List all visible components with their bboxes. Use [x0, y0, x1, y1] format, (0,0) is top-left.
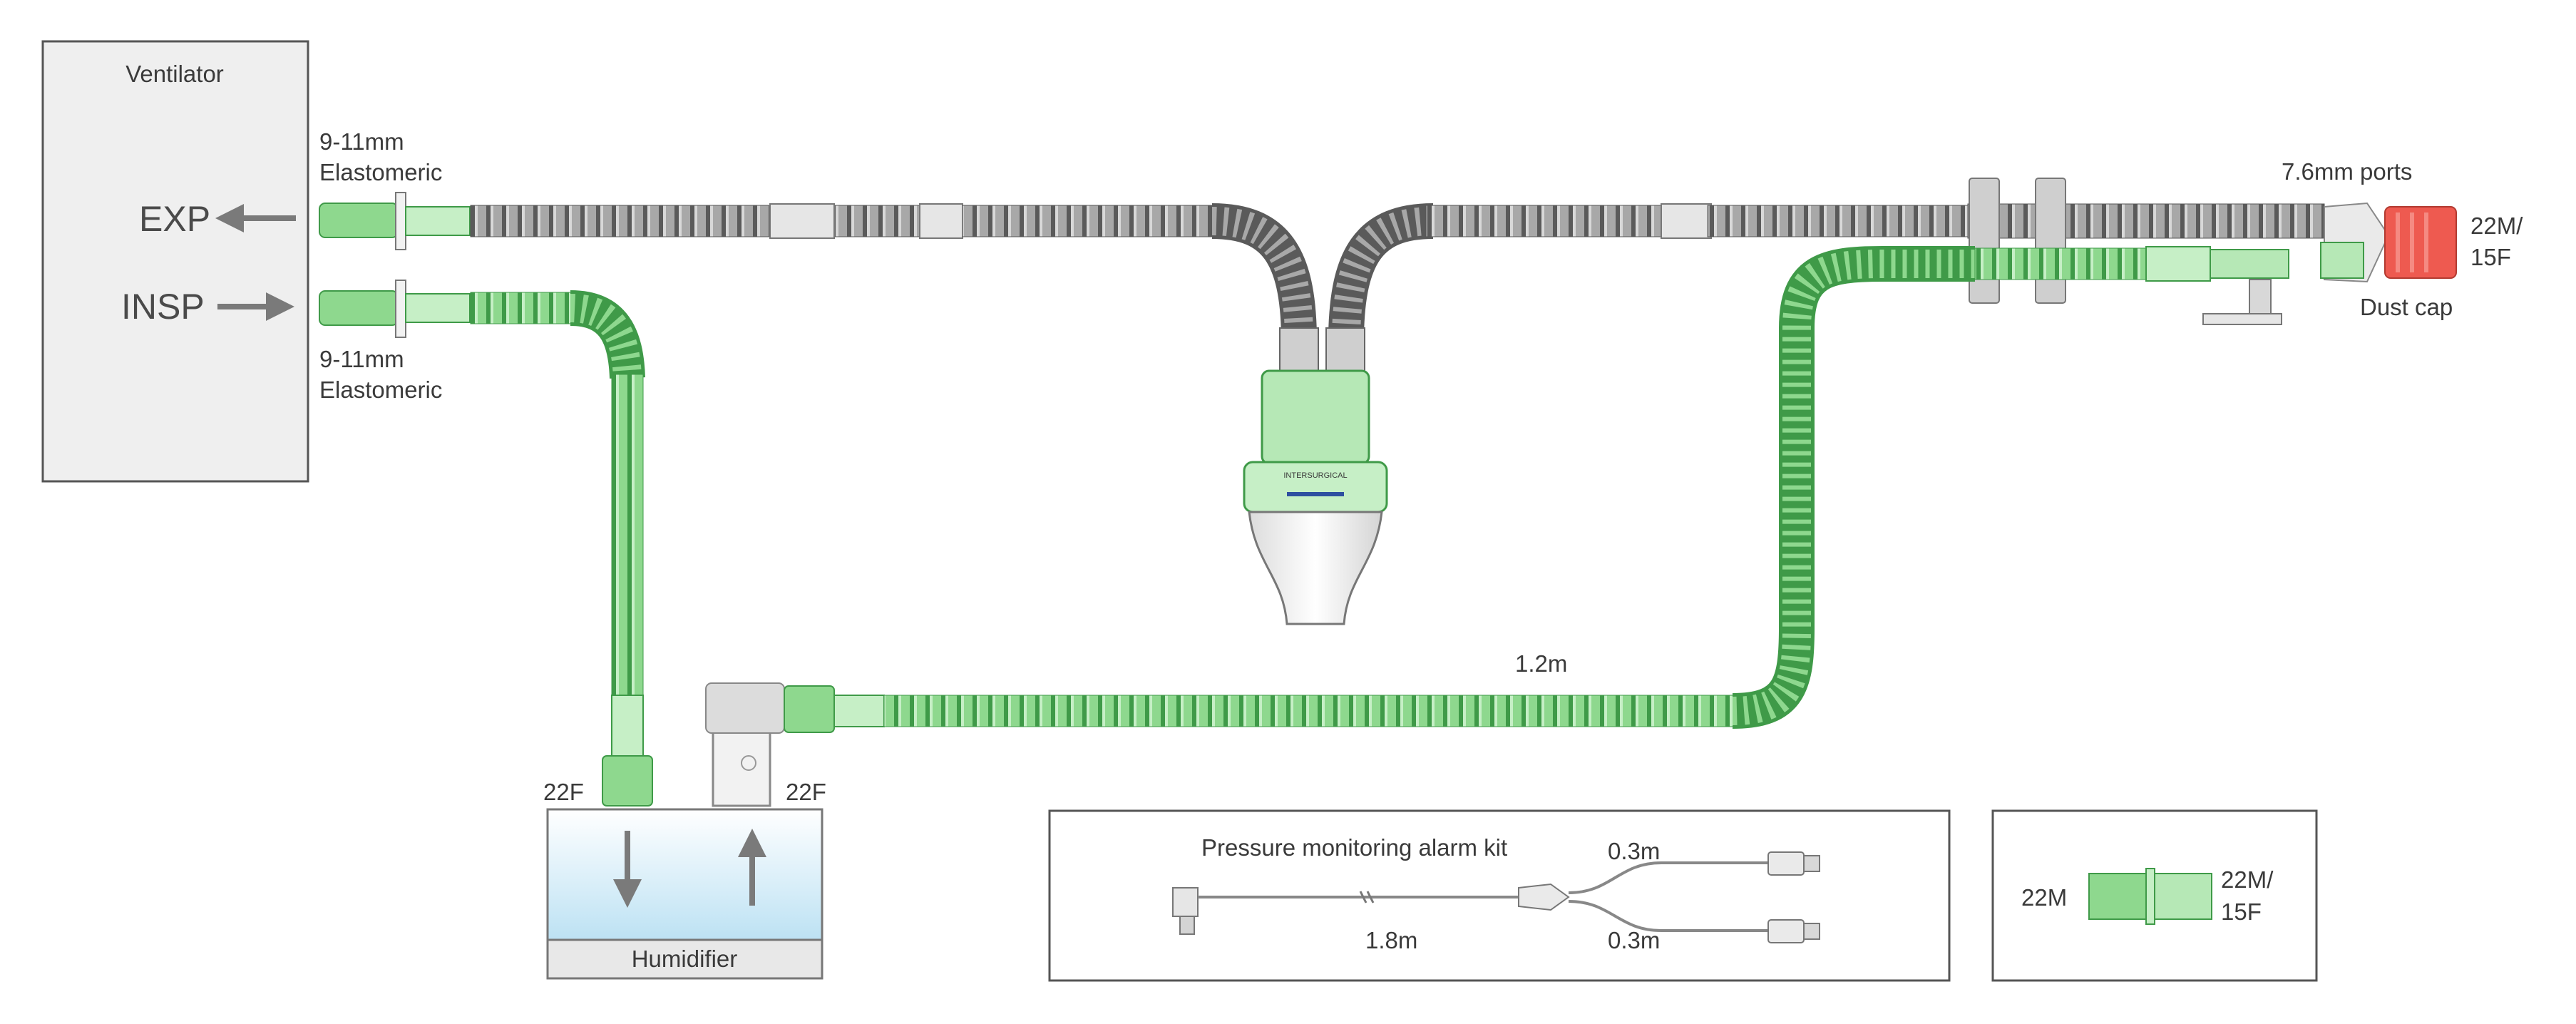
- dust-cap-icon: [2384, 206, 2457, 279]
- adapter-panel: 22M 22M/ 15F: [1991, 809, 2318, 982]
- humidifier: Humidifier: [546, 808, 823, 980]
- humidifier-outlet-size: 22F: [786, 779, 826, 805]
- ports-label: 7.6mm ports: [2282, 158, 2412, 185]
- humidifier-label: Humidifier: [632, 946, 738, 972]
- adapter-left-size: 22M: [2021, 884, 2067, 911]
- alarm-kit-main-length: 1.8m: [1365, 927, 1417, 953]
- insp-connector-type: Elastomeric: [319, 377, 442, 403]
- tube-clamp-right: [2035, 178, 2066, 304]
- ventilator-label: Ventilator: [125, 61, 224, 87]
- insp-label: INSP: [121, 287, 205, 327]
- alarm-kit-branch-top-length: 0.3m: [1608, 838, 1660, 864]
- exp-label: EXP: [139, 199, 210, 239]
- expiratory-patient-limb: [1325, 203, 2325, 372]
- patient-connector-type: 15F: [2470, 244, 2511, 270]
- expiratory-limb: [319, 192, 1319, 372]
- inspiratory-limb: [319, 280, 653, 807]
- ventilator-unit: Ventilator EXP INSP: [41, 40, 309, 483]
- heated-inspiratory-limb: [705, 246, 2289, 807]
- patient-wye: [2320, 202, 2457, 283]
- adapter-right-type: 15F: [2221, 898, 2262, 925]
- exp-connector-type: Elastomeric: [319, 159, 442, 185]
- humidifier-inlet-size: 22F: [543, 779, 584, 805]
- patient-connector-size: 22M/: [2470, 213, 2523, 239]
- alarm-kit-panel: Pressure monitoring alarm kit 1.8m 0.3m …: [1048, 809, 1951, 982]
- dust-cap-label: Dust cap: [2360, 294, 2453, 320]
- insp-connector-size: 9-11mm: [319, 346, 404, 372]
- tube-length-label: 1.2m: [1515, 650, 1567, 677]
- exp-connector-size: 9-11mm: [319, 128, 404, 155]
- adapter-right-size: 22M/: [2221, 866, 2274, 893]
- alarm-kit-title: Pressure monitoring alarm kit: [1201, 834, 1507, 861]
- breathing-filter: INTERSURGICAL: [1243, 369, 1388, 625]
- tube-clamp-left: [1969, 178, 2000, 304]
- filter-brand-text: INTERSURGICAL: [1283, 471, 1347, 480]
